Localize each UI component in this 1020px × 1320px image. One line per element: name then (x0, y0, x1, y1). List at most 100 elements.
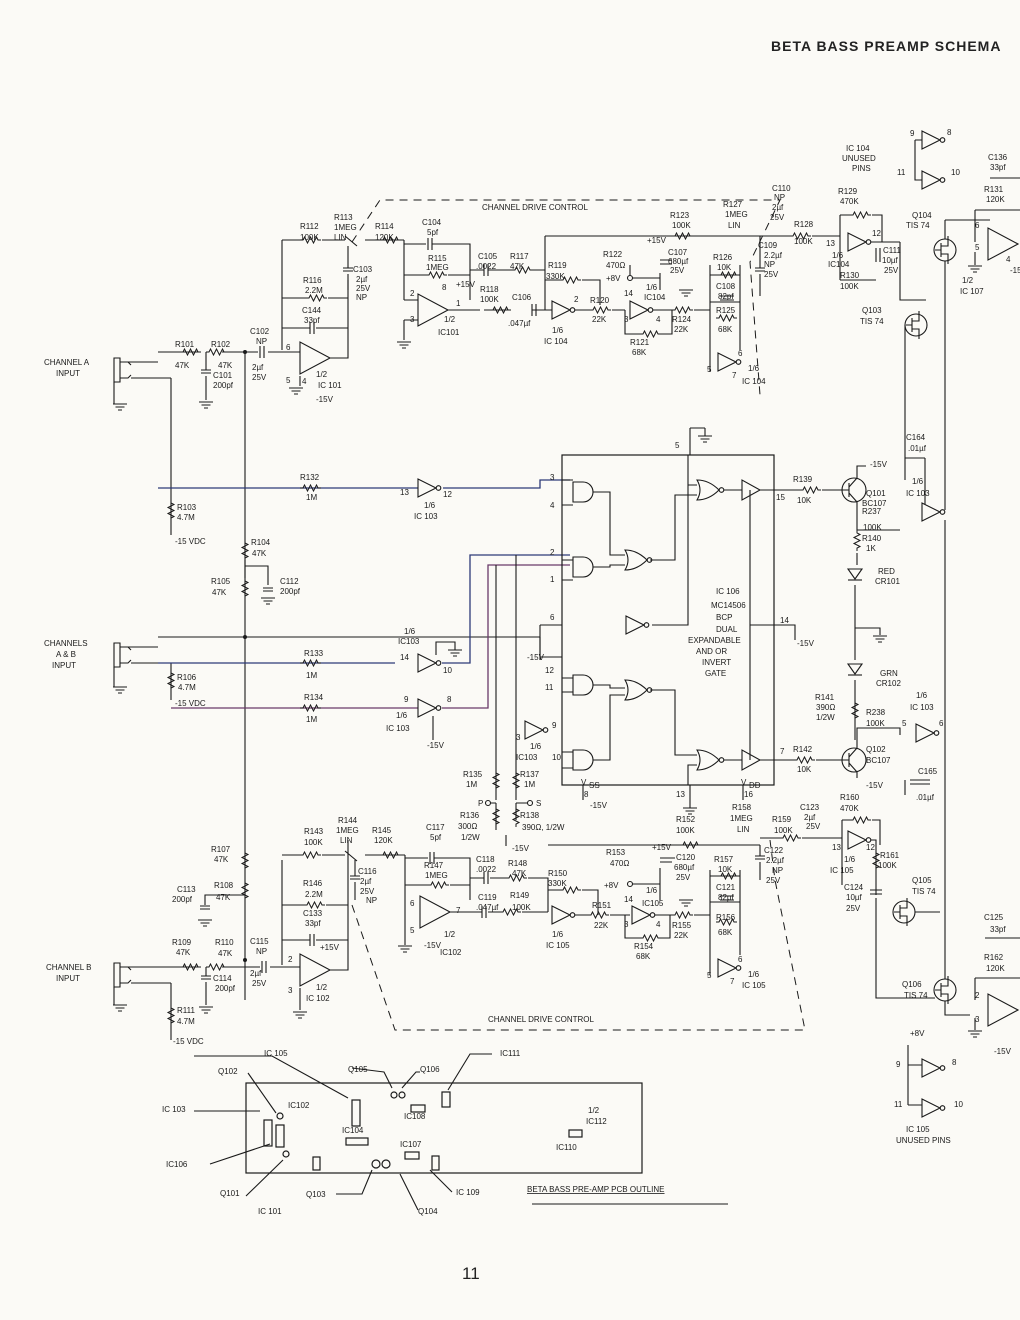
svg-text:R127: R127 (723, 200, 743, 209)
drive-control-label-bottom: CHANNEL DRIVE CONTROL (488, 1015, 594, 1024)
svg-text:-15V: -15V (797, 639, 815, 648)
svg-text:200pf: 200pf (215, 984, 236, 993)
svg-text:1/2: 1/2 (962, 276, 974, 285)
svg-text:1/2W: 1/2W (461, 833, 480, 842)
svg-text:Q105: Q105 (348, 1065, 368, 1074)
svg-text:12: 12 (866, 843, 875, 852)
svg-text:4.7M: 4.7M (177, 1017, 195, 1026)
svg-text:7: 7 (780, 747, 785, 756)
svg-text:7: 7 (732, 371, 737, 380)
svg-text:GATE: GATE (705, 669, 726, 678)
svg-text:R111: R111 (177, 1006, 195, 1015)
svg-text:R159: R159 (772, 815, 792, 824)
svg-text:25V: 25V (360, 887, 375, 896)
svg-text:R160: R160 (840, 793, 860, 802)
svg-text:47K: 47K (218, 949, 233, 958)
svg-text:C103: C103 (353, 265, 373, 274)
svg-text:BC107: BC107 (862, 499, 887, 508)
svg-text:NP: NP (356, 293, 367, 302)
svg-text:C120: C120 (676, 853, 696, 862)
svg-text:A & B: A & B (56, 650, 76, 659)
svg-text:10K: 10K (718, 865, 733, 874)
svg-text:4.7M: 4.7M (178, 683, 196, 692)
svg-text:IC 101: IC 101 (318, 381, 342, 390)
svg-text:15: 15 (776, 493, 785, 502)
svg-text:R144: R144 (338, 816, 358, 825)
svg-text:C101: C101 (213, 371, 233, 380)
svg-text:2µf: 2µf (772, 203, 784, 212)
svg-text:TIS 74: TIS 74 (906, 221, 930, 230)
svg-text:INPUT: INPUT (56, 974, 80, 983)
svg-text:33pf: 33pf (990, 925, 1006, 934)
svg-text:R147: R147 (424, 861, 444, 870)
svg-text:R238: R238 (866, 708, 886, 717)
svg-text:4.7M: 4.7M (177, 513, 195, 522)
svg-text:Q103: Q103 (862, 306, 882, 315)
svg-text:IC101: IC101 (438, 328, 460, 337)
svg-text:NP: NP (772, 866, 783, 875)
svg-text:11: 11 (894, 1100, 903, 1109)
svg-text:16: 16 (744, 790, 753, 799)
svg-text:1/6: 1/6 (832, 251, 844, 260)
svg-text:13: 13 (832, 843, 841, 852)
svg-text:Q106: Q106 (420, 1065, 440, 1074)
svg-text:R112: R112 (300, 222, 319, 231)
svg-text:-15V: -15V (424, 941, 442, 950)
svg-text:5: 5 (707, 971, 712, 980)
svg-text:10K: 10K (797, 765, 812, 774)
svg-text:11: 11 (545, 683, 554, 692)
svg-text:R156: R156 (716, 913, 736, 922)
svg-text:R153: R153 (606, 848, 626, 857)
svg-text:IC105: IC105 (642, 899, 664, 908)
svg-text:R119: R119 (548, 261, 567, 270)
svg-text:R148: R148 (508, 859, 528, 868)
svg-text:LIN: LIN (737, 825, 750, 834)
svg-text:1/2: 1/2 (444, 315, 456, 324)
svg-text:NP: NP (256, 337, 267, 346)
svg-text:82pf: 82pf (718, 292, 734, 301)
svg-text:6: 6 (550, 613, 555, 622)
svg-text:S: S (536, 799, 541, 808)
svg-text:-15V: -15V (994, 1047, 1012, 1056)
svg-text:R149: R149 (510, 891, 530, 900)
svg-text:IC104: IC104 (342, 1126, 364, 1135)
svg-text:R108: R108 (214, 881, 234, 890)
svg-text:25V: 25V (252, 979, 267, 988)
svg-text:Q101: Q101 (866, 489, 886, 498)
svg-text:2µf: 2µf (804, 813, 816, 822)
svg-text:IC 103: IC 103 (414, 512, 438, 521)
svg-text:2: 2 (550, 548, 555, 557)
svg-text:47K: 47K (176, 948, 191, 957)
svg-text:330K: 330K (546, 272, 565, 281)
svg-text:R114: R114 (375, 222, 394, 231)
svg-text:+8V: +8V (604, 881, 619, 890)
svg-text:C110: C110 (772, 184, 791, 193)
svg-text:470K: 470K (840, 804, 859, 813)
svg-text:EXPANDABLE: EXPANDABLE (688, 636, 741, 645)
svg-text:Q102: Q102 (218, 1067, 238, 1076)
svg-text:8: 8 (447, 695, 452, 704)
svg-text:NP: NP (764, 260, 775, 269)
svg-text:C102: C102 (250, 327, 270, 336)
svg-text:IC 101: IC 101 (258, 1207, 282, 1216)
svg-text:1/6: 1/6 (404, 627, 416, 636)
svg-text:IC102: IC102 (288, 1101, 310, 1110)
svg-text:8: 8 (584, 790, 589, 799)
svg-text:4: 4 (656, 315, 661, 324)
svg-text:+8V: +8V (606, 274, 621, 283)
svg-text:2: 2 (975, 991, 980, 1000)
svg-text:100K: 100K (300, 233, 319, 242)
svg-text:R130: R130 (840, 271, 860, 280)
svg-text:82pf: 82pf (718, 893, 734, 902)
svg-text:IC110: IC110 (556, 1143, 577, 1152)
svg-text:Q101: Q101 (220, 1189, 240, 1198)
svg-text:R137: R137 (520, 770, 540, 779)
svg-text:68K: 68K (632, 348, 647, 357)
svg-text:C124: C124 (844, 883, 864, 892)
page-number: 11 (462, 1264, 480, 1283)
